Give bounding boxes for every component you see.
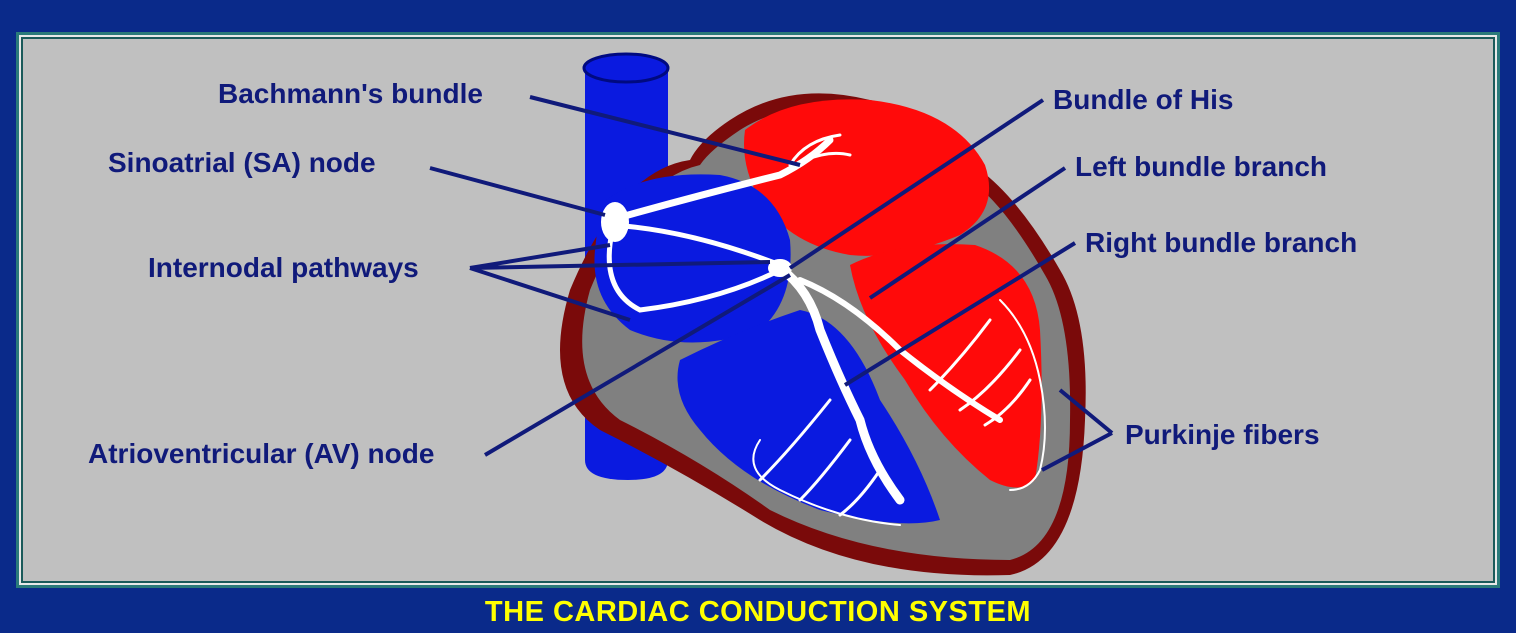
label-purkinje-fibers: Purkinje fibers (1125, 419, 1320, 450)
label-left-bundle-branch: Left bundle branch (1075, 151, 1327, 182)
diagram-caption: THE CARDIAC CONDUCTION SYSTEM (0, 596, 1516, 629)
label-right-bundle-branch: Right bundle branch (1085, 227, 1357, 258)
label-internodal-pathways: Internodal pathways (148, 252, 419, 283)
label-av-node: Atrioventricular (AV) node (88, 438, 434, 469)
label-bachmanns-bundle: Bachmann's bundle (218, 78, 483, 109)
label-bundle-of-his: Bundle of His (1053, 84, 1233, 115)
sa-node (601, 202, 629, 242)
vena-cava-opening (584, 54, 668, 82)
label-sa-node: Sinoatrial (SA) node (108, 147, 376, 178)
